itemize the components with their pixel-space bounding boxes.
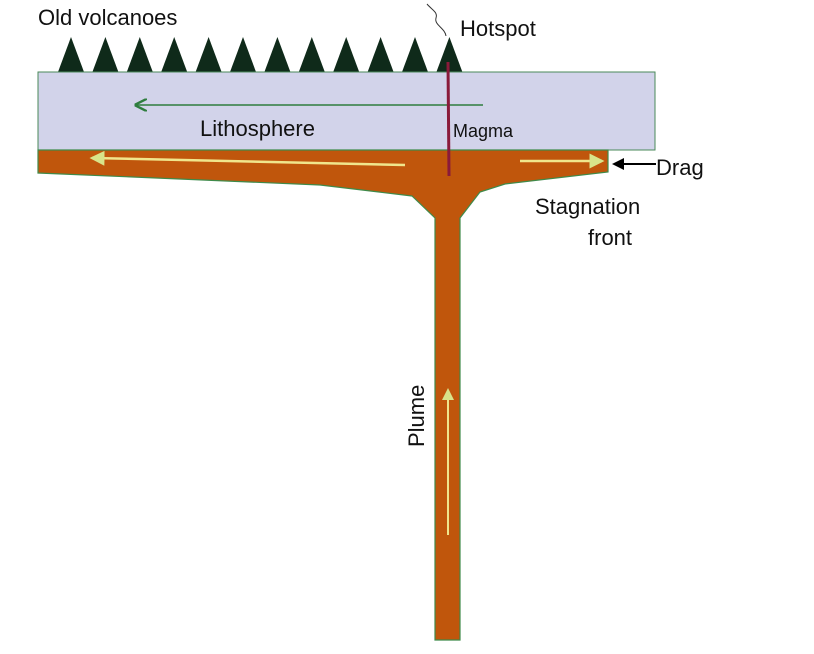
volcano-icon bbox=[298, 37, 325, 72]
volcano-icon bbox=[161, 37, 188, 72]
label-drag: Drag bbox=[656, 155, 704, 180]
volcano-icon bbox=[92, 37, 119, 72]
volcano-icon bbox=[264, 37, 291, 72]
volcano-icon bbox=[436, 37, 463, 72]
volcano-icon bbox=[126, 37, 153, 72]
volcano-icon bbox=[333, 37, 360, 72]
magma-conduit bbox=[446, 61, 451, 177]
hotspot-leader-line bbox=[426, 3, 447, 37]
old-volcanoes bbox=[58, 37, 463, 72]
volcano-icon bbox=[195, 37, 222, 72]
plume-head-and-stem bbox=[37, 149, 609, 641]
volcano-icon bbox=[367, 37, 394, 72]
label-magma: Magma bbox=[453, 121, 514, 141]
flow-arrow-left bbox=[89, 150, 406, 167]
lithosphere-plate bbox=[37, 71, 656, 151]
label-old-volcanoes: Old volcanoes bbox=[38, 5, 177, 30]
label-front: front bbox=[588, 225, 632, 250]
label-stagnation: Stagnation bbox=[535, 194, 640, 219]
volcano-icon bbox=[58, 37, 84, 72]
label-hotspot: Hotspot bbox=[460, 16, 536, 41]
volcano-icon bbox=[230, 37, 256, 72]
volcano-icon bbox=[402, 37, 428, 72]
label-plume: Plume bbox=[404, 385, 429, 447]
label-lithosphere: Lithosphere bbox=[200, 116, 315, 141]
